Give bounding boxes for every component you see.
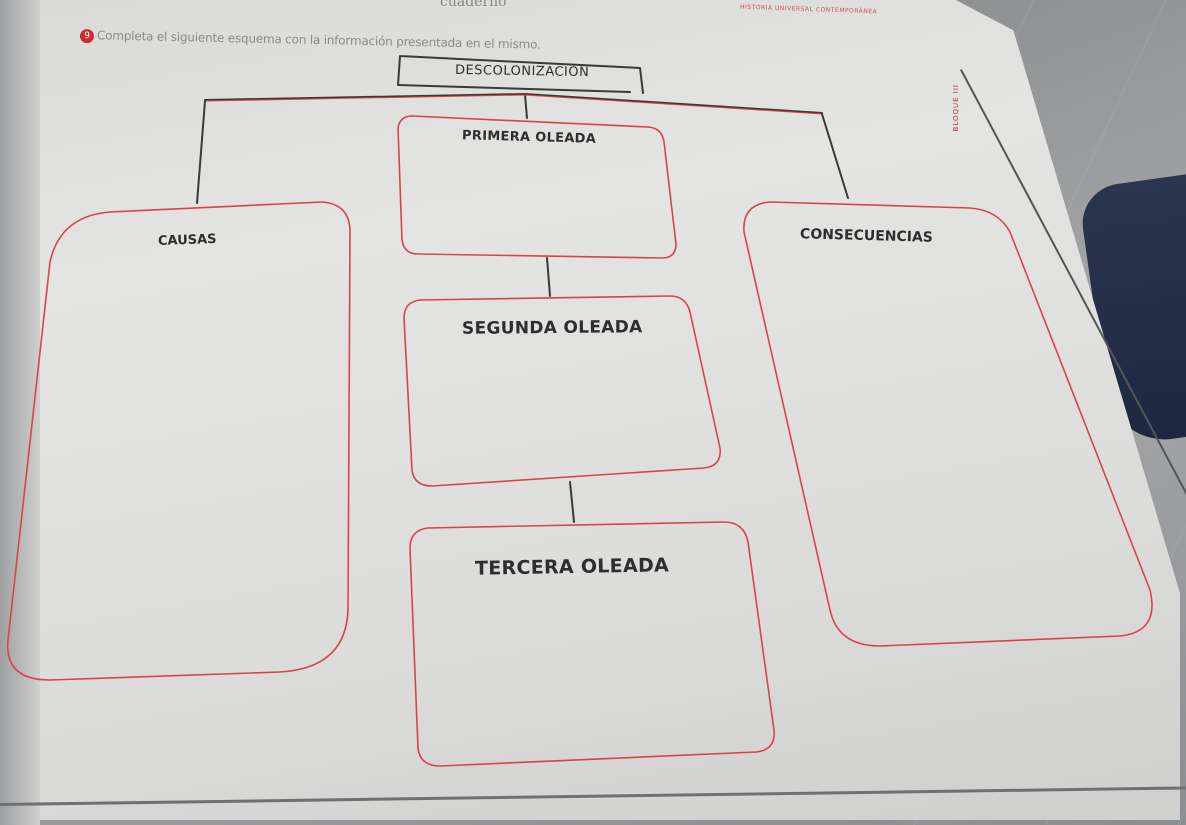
connector-second-third	[569, 481, 575, 523]
connector-to-causas	[196, 100, 206, 204]
connector-horizontal-red	[204, 94, 823, 115]
label-descolonizacion: DESCOLONIZACIÓN	[454, 62, 590, 81]
label-causas: CAUSAS	[157, 231, 217, 250]
box-tercera-oleada	[409, 521, 775, 767]
box-descolonizacion	[397, 55, 644, 94]
label-segunda-oleada: SEGUNDA OLEADA	[461, 317, 643, 339]
header-scribble: cuaderno	[440, 0, 507, 10]
box-primera-oleada	[397, 115, 677, 259]
connector-first-second	[546, 257, 551, 297]
connector-root-down	[524, 94, 528, 119]
box-segunda-oleada	[403, 295, 721, 487]
connector-to-consecuencias	[821, 113, 849, 199]
label-tercera-oleada: TERCERA OLEADA	[474, 554, 670, 580]
connector-horizontal-bar	[204, 93, 823, 114]
box-consecuencias	[743, 201, 1153, 647]
box-causas	[6, 201, 351, 681]
